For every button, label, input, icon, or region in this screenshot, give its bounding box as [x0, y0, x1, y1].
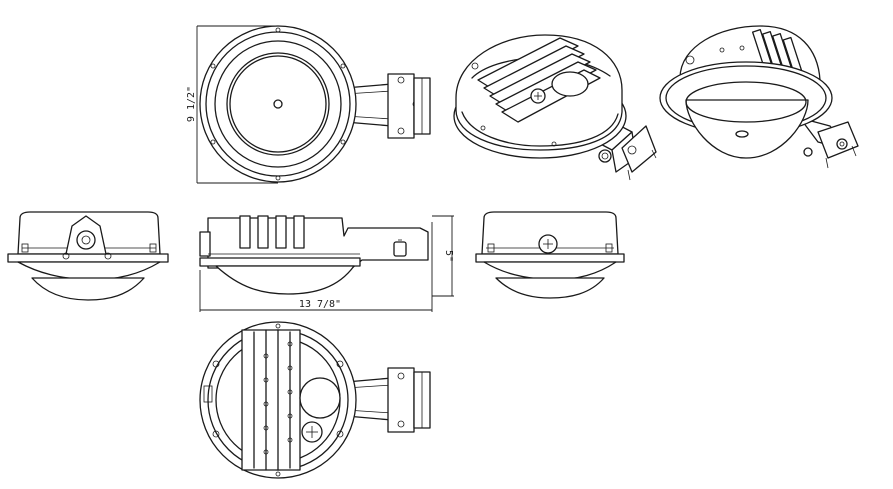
isometric-front-fins	[751, 28, 803, 74]
top-view-fins	[241, 329, 301, 471]
side-view-profile-rim	[199, 257, 361, 267]
length-dimension: 13 7/8"	[199, 222, 433, 312]
side-view-profile-fins	[239, 215, 305, 249]
front-view-mounting-arm	[344, 73, 431, 139]
isometric-back-fins	[477, 37, 601, 123]
height-dimension: 9 1/2"	[186, 25, 278, 184]
height-dimension-label: 9 1/2"	[186, 86, 197, 122]
side-view-bracket	[7, 211, 169, 301]
isometric-front-bracket	[799, 117, 859, 169]
side-view-rear-lens	[495, 277, 605, 299]
side-view-bracket-lens	[31, 277, 145, 301]
depth-dimension: 5"	[432, 215, 454, 297]
side-view-rear-rim	[475, 253, 625, 263]
side-view-bracket-rim	[7, 253, 169, 263]
top-view	[199, 321, 431, 479]
depth-dimension-label: 5"	[443, 250, 454, 262]
isometric-back-view	[453, 34, 657, 181]
length-dimension-label: 13 7/8"	[299, 299, 341, 310]
front-view-lens	[226, 52, 330, 156]
isometric-front-view	[659, 25, 859, 169]
front-view-sensor	[273, 99, 283, 109]
top-view-mounting-arm	[345, 367, 431, 433]
side-view-profile-lens	[215, 265, 355, 295]
isometric-back-junction-box	[551, 71, 589, 97]
side-view-rear	[475, 211, 625, 299]
isometric-front-lens	[685, 99, 809, 159]
top-view-junction-box	[299, 377, 341, 419]
side-view-profile	[199, 215, 429, 295]
isometric-front-sensor	[735, 130, 749, 138]
front-view	[199, 25, 431, 183]
